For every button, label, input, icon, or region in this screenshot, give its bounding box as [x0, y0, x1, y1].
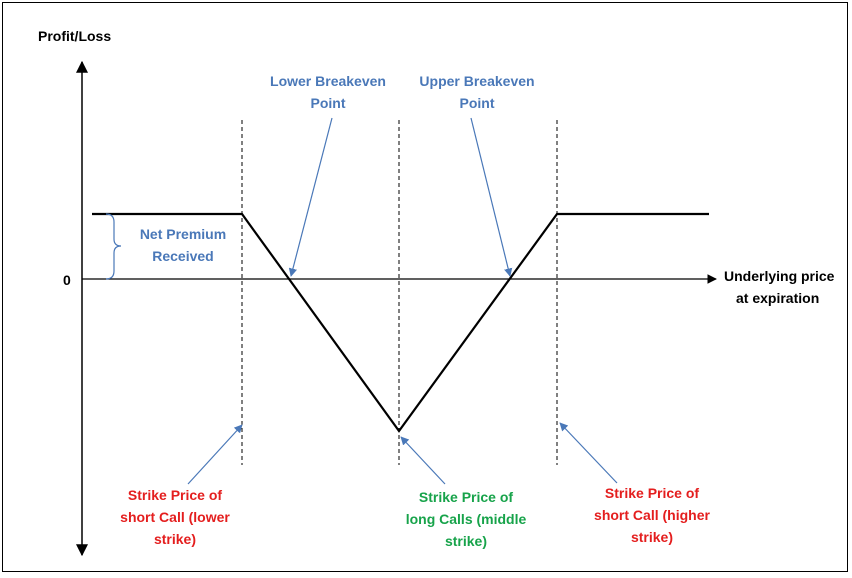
short-call-lower-arrow [187, 424, 243, 485]
net-premium-label-line2: Received [152, 248, 213, 264]
lower-breakeven-arrow [288, 117, 333, 277]
upper-breakeven-label-line1: Upper Breakeven [419, 73, 534, 89]
long-calls-middle-arrow [400, 436, 446, 485]
upper-breakeven-arrow [470, 117, 513, 277]
short-call-lower-label-line3: strike) [154, 531, 196, 547]
payoff-line [92, 212, 709, 433]
x-axis-label-line2: at expiration [736, 290, 819, 306]
short-call-lower-label-line2: short Call (lower [120, 509, 230, 525]
net-premium-label-line1: Net Premium [140, 226, 226, 242]
long-calls-middle-label-line1: Strike Price of [419, 489, 513, 505]
short-call-higher-arrow [559, 422, 618, 484]
long-calls-middle-label-line2: long Calls (middle [406, 511, 527, 527]
y-axis-label: Profit/Loss [38, 28, 111, 44]
diagram-frame [2, 2, 848, 572]
upper-breakeven-label-line2: Point [460, 95, 495, 111]
short-call-lower-label-line1: Strike Price of [128, 487, 222, 503]
lower-breakeven-label-line2: Point [311, 95, 346, 111]
zero-label: 0 [63, 272, 71, 288]
lower-breakeven-label-line1: Lower Breakeven [270, 73, 386, 89]
short-call-higher-label-line3: strike) [631, 529, 673, 545]
long-calls-middle-label-line3: strike) [445, 533, 487, 549]
short-call-higher-label-line2: short Call (higher [594, 507, 710, 523]
x-axis-label-line1: Underlying price [724, 268, 835, 284]
net-premium-brace [105, 213, 122, 280]
short-call-higher-label-line1: Strike Price of [605, 485, 699, 501]
